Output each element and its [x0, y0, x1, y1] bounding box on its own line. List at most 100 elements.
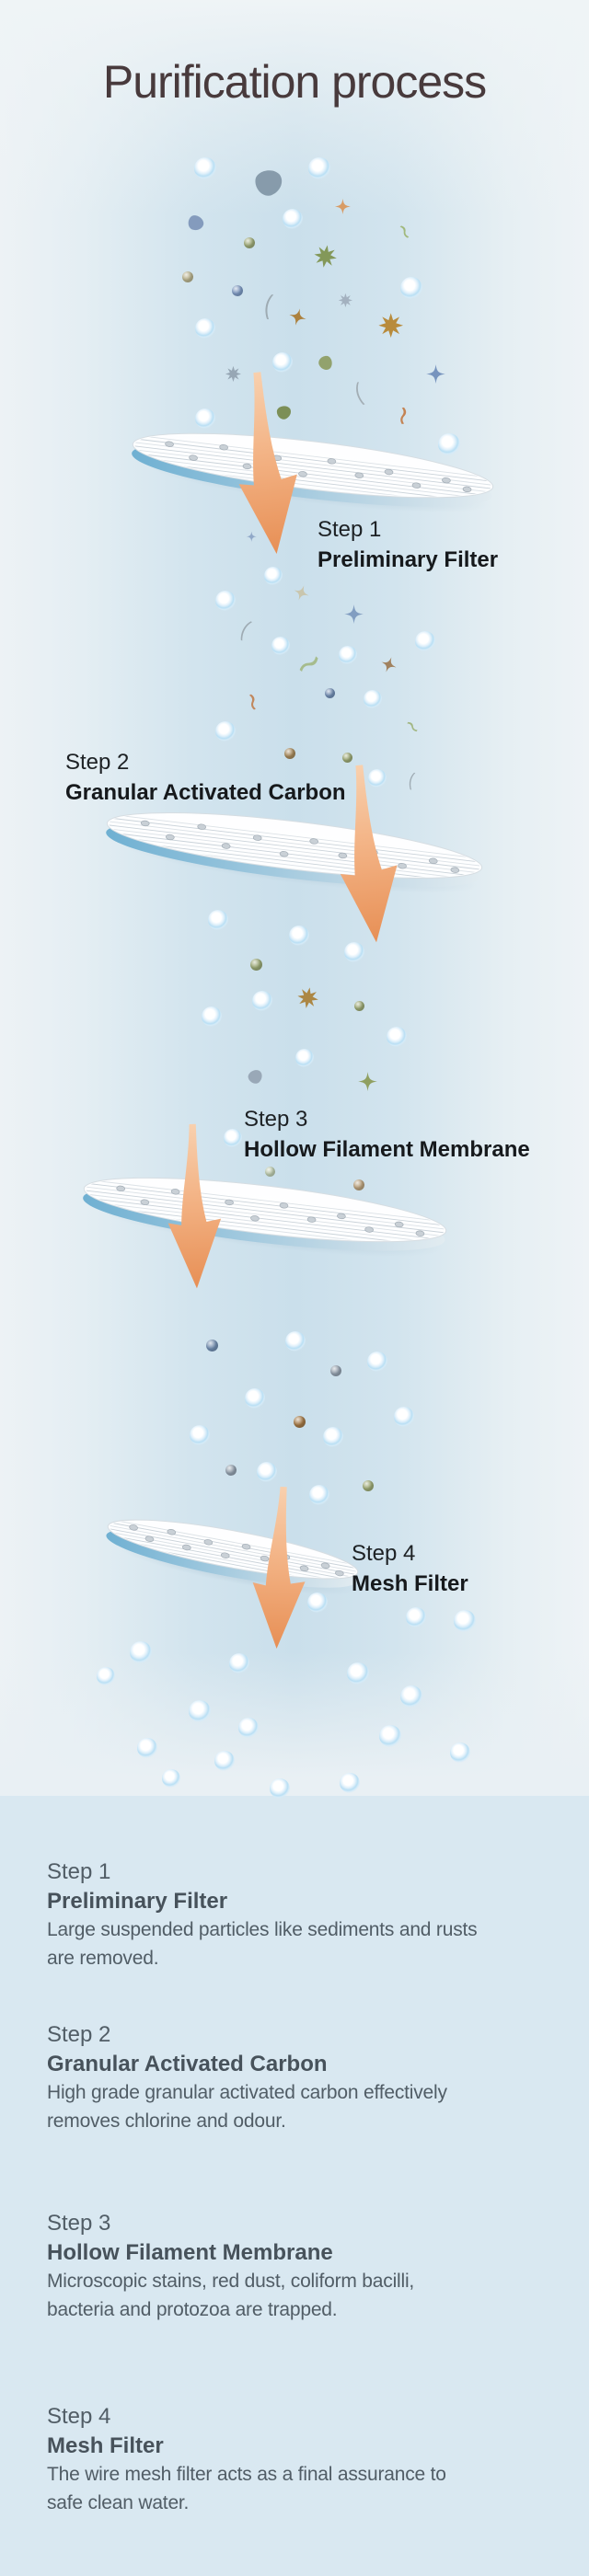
- particle-star4-icon: [426, 364, 446, 385]
- step-number: Step 3: [244, 1107, 308, 1132]
- bubble-icon: [189, 1424, 211, 1446]
- bubble-icon: [386, 1026, 408, 1048]
- particle-dot-icon: [353, 1000, 364, 1011]
- particle-ribbon-icon: [399, 408, 406, 425]
- particle-dot-icon: [249, 958, 262, 971]
- bubble-icon: [288, 925, 310, 947]
- particle-star4-icon: [334, 198, 351, 214]
- filter-name: Mesh Filter: [352, 1571, 468, 1596]
- bubble-icon: [193, 156, 217, 180]
- bubble-icon: [237, 1717, 260, 1739]
- bubble-icon: [271, 351, 294, 374]
- particle-dot-icon: [284, 748, 295, 759]
- bubble-icon: [339, 1772, 361, 1794]
- bubble-icon: [129, 1640, 153, 1664]
- bubble-icon: [201, 1006, 223, 1028]
- filter-name: Granular Activated Carbon: [47, 2052, 328, 2076]
- bubble-icon: [136, 1737, 158, 1759]
- particle-blob-icon: [248, 1069, 262, 1084]
- bubble-icon: [271, 636, 291, 656]
- particle-star4-icon: [246, 531, 257, 542]
- particles-layer: [96, 156, 477, 1800]
- bubble-icon: [251, 990, 273, 1012]
- particle-dot-icon: [293, 1415, 306, 1428]
- diagram-label-step1: Step 1 Preliminary Filter: [318, 516, 498, 574]
- description-line: bacteria and protozoa are trapped.: [47, 2299, 338, 2320]
- filter-name: Hollow Filament Membrane: [47, 2240, 333, 2265]
- particle-dot-icon: [341, 752, 352, 763]
- bubble-icon: [346, 1662, 370, 1685]
- filter-name: Granular Activated Carbon: [65, 780, 346, 805]
- particle-star8-icon: [314, 245, 338, 269]
- particle-dot-icon: [324, 687, 335, 698]
- bubble-icon: [366, 1351, 388, 1373]
- bubble-icon: [308, 1484, 330, 1506]
- bubble-icon: [414, 630, 436, 652]
- diagram-label-step2: Step 2 Granular Activated Carbon: [65, 749, 346, 807]
- particle-star4-icon: [380, 656, 397, 673]
- flow-arrow-down-icon: [252, 1486, 306, 1649]
- bubble-icon: [453, 1609, 477, 1633]
- diagram-label-step4: Step 4 Mesh Filter: [352, 1540, 468, 1598]
- bubble-icon: [306, 1592, 329, 1614]
- bubble-icon: [269, 1777, 291, 1800]
- purification-scene: Purification process Step 1 Preliminary …: [0, 0, 589, 1800]
- bubble-icon: [437, 432, 461, 456]
- page-title: Purification process: [102, 56, 487, 108]
- particle-dot-icon: [244, 237, 255, 248]
- filter-name: Preliminary Filter: [47, 1889, 228, 1914]
- particle-blob-icon: [318, 355, 332, 370]
- step-number: Step 4: [352, 1541, 416, 1566]
- particle-dot-icon: [225, 1465, 237, 1476]
- step-number: Step 3: [47, 2211, 111, 2236]
- bubble-icon: [214, 1750, 236, 1772]
- step-number: Step 2: [47, 2022, 111, 2047]
- particle-arc-icon: [265, 293, 273, 319]
- step-number: Step 4: [47, 2404, 111, 2429]
- particle-arc-icon: [355, 381, 365, 405]
- particle-star4-icon: [358, 1072, 378, 1092]
- filter-disc: [132, 432, 494, 513]
- description-line: removes chlorine and odour.: [47, 2110, 286, 2132]
- filter-disc: [106, 1518, 360, 1595]
- particle-ribbon-icon: [407, 722, 418, 732]
- particle-star4-icon: [344, 604, 364, 625]
- bubble-icon: [96, 1666, 116, 1686]
- particle-dot-icon: [182, 271, 193, 282]
- particle-star8-icon: [338, 293, 352, 307]
- bubble-icon: [223, 1128, 243, 1148]
- particle-ribbon-icon: [249, 694, 257, 710]
- flow-arrows-layer: [167, 372, 398, 1649]
- bubble-icon: [294, 1048, 315, 1068]
- step-descriptions-panel: Step 1 Preliminary Filter Large suspende…: [0, 1796, 589, 2576]
- particle-dot-icon: [363, 1480, 374, 1491]
- description-line: are removed.: [47, 1948, 159, 1969]
- bubble-icon: [188, 1699, 212, 1723]
- bubble-icon: [338, 645, 358, 665]
- bubble-icon: [207, 909, 229, 931]
- bubble-icon: [449, 1742, 471, 1764]
- bubble-icon: [244, 1387, 266, 1409]
- bubble-icon: [343, 941, 365, 963]
- filter-discs-layer: [83, 432, 494, 1595]
- particle-star4-icon: [288, 307, 306, 326]
- bubble-icon: [363, 689, 383, 709]
- description-step2: Step 2 Granular Activated Carbon High gr…: [47, 2021, 447, 2135]
- particle-star8-icon: [225, 365, 241, 382]
- step-number: Step 1: [318, 517, 382, 542]
- filter-name: Mesh Filter: [47, 2433, 164, 2458]
- bubble-icon: [307, 156, 331, 180]
- flow-arrow-down-icon: [167, 1123, 222, 1289]
- bubble-icon: [194, 408, 216, 430]
- bubble-icon: [378, 1724, 402, 1748]
- bubble-icon: [194, 317, 216, 339]
- bubble-icon: [214, 590, 237, 612]
- particle-blob-icon: [189, 215, 204, 231]
- particle-dot-icon: [232, 285, 243, 296]
- step-number: Step 1: [47, 1859, 111, 1884]
- bubble-icon: [214, 720, 237, 742]
- step-number: Step 2: [65, 750, 130, 775]
- bubble-icon: [228, 1652, 250, 1674]
- particle-star8-icon: [297, 987, 319, 1009]
